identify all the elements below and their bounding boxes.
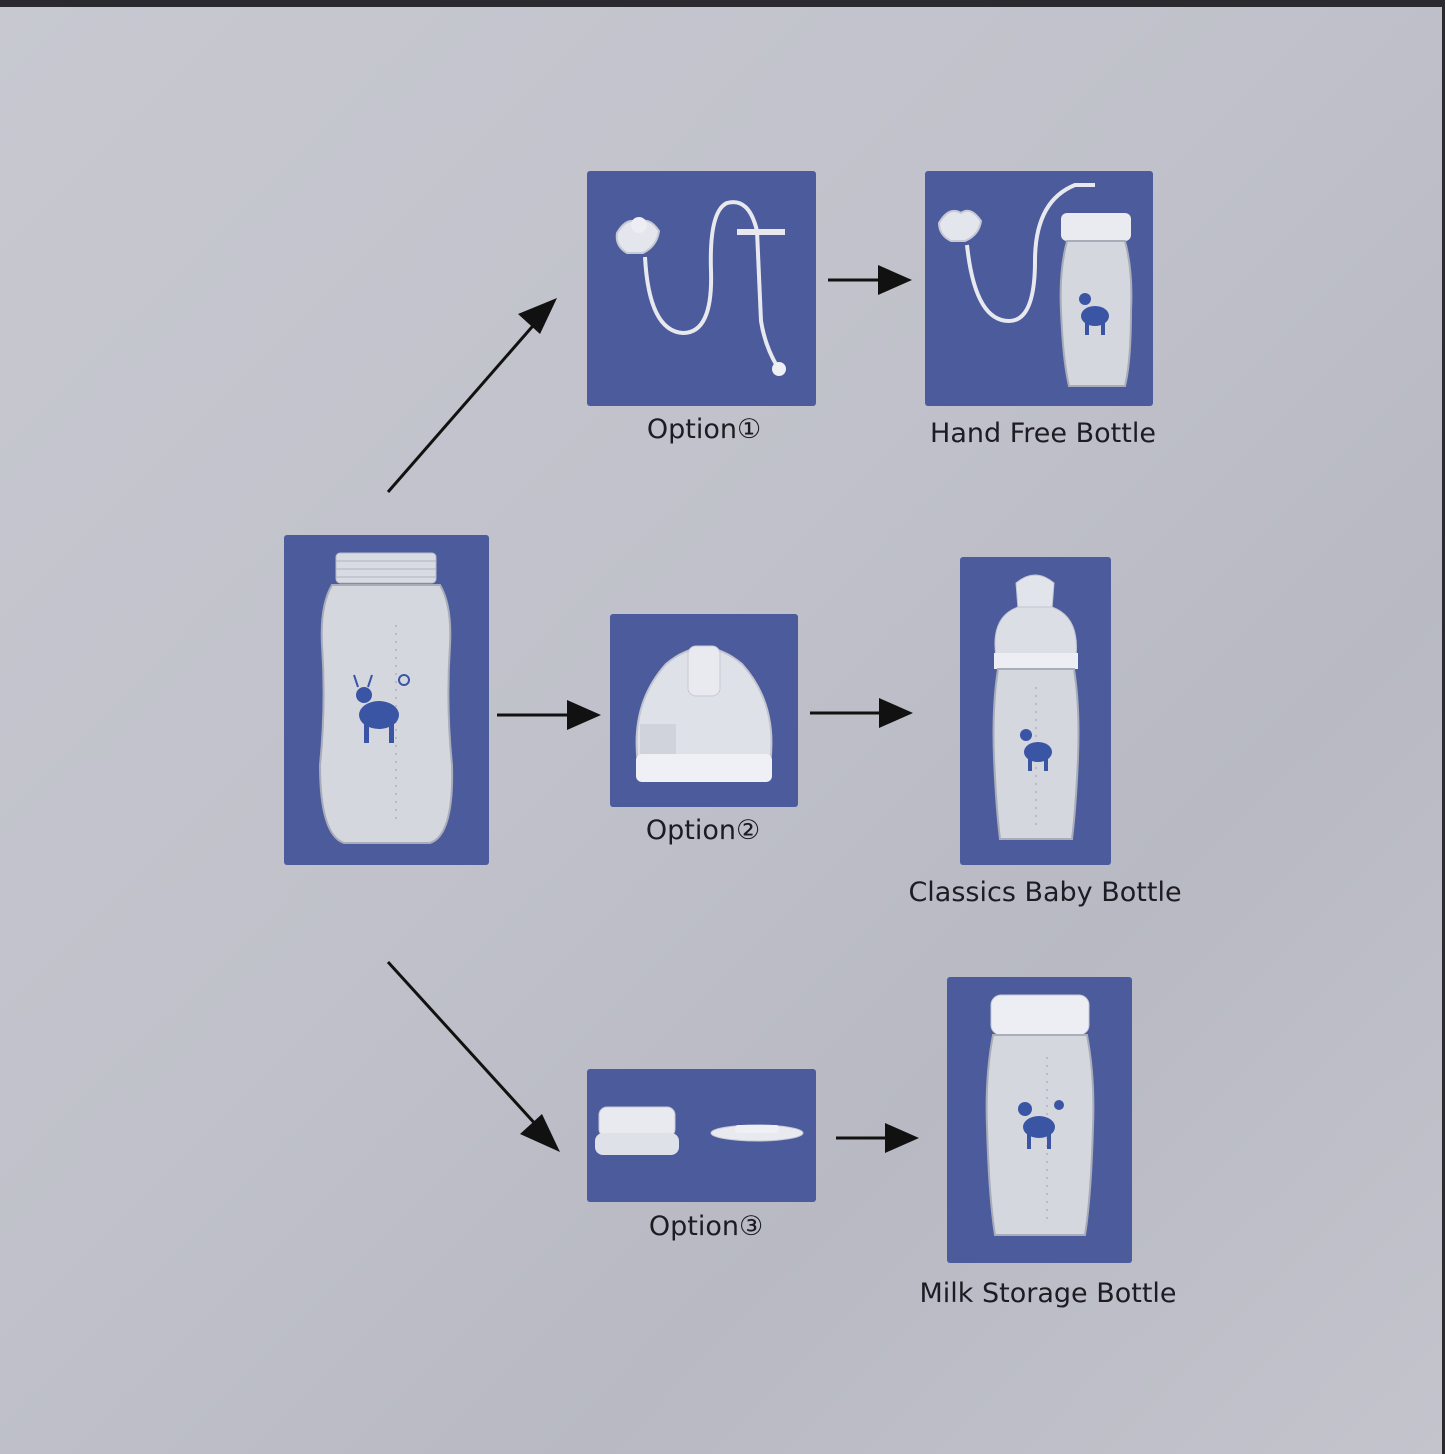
deer-icon	[353, 674, 410, 743]
arrow-option2-to-classics	[810, 698, 913, 728]
hand-free-bottle-image	[937, 183, 1133, 387]
milk-storage-bottle-panel	[947, 977, 1132, 1263]
arrow-to-option3	[386, 960, 560, 1152]
straw-pacifier-image	[615, 200, 786, 376]
option1-panel	[587, 171, 816, 406]
classics-baby-bottle-label: Classics Baby Bottle	[908, 877, 1182, 908]
deer-icon	[1020, 729, 1052, 771]
right-border	[1442, 0, 1445, 1454]
option2-panel	[610, 614, 798, 807]
base-bottle-panel	[284, 535, 489, 865]
option1-label: Option①	[646, 414, 762, 445]
hand-free-bottle-label: Hand Free Bottle	[930, 418, 1156, 449]
base-bottle-image	[318, 552, 454, 844]
classics-bottle-image	[992, 574, 1080, 840]
arrow-option3-to-milk-storage	[836, 1123, 919, 1153]
milk-storage-bottle-label: Milk Storage Bottle	[919, 1278, 1177, 1309]
nipple-cap-image	[635, 645, 773, 782]
deer-icon	[1079, 293, 1109, 335]
arrow-to-option2	[497, 700, 601, 730]
classics-bottle-panel	[960, 557, 1111, 865]
arrow-to-option1	[386, 298, 557, 493]
arrow-option1-to-hand-free	[828, 265, 912, 295]
option3-label: Option③	[648, 1211, 764, 1242]
storage-cap-image	[595, 1106, 804, 1155]
hand-free-bottle-panel	[925, 171, 1153, 406]
milk-storage-bottle-image	[985, 994, 1095, 1236]
deer-icon	[1018, 1100, 1064, 1149]
option3-panel	[587, 1069, 816, 1202]
option2-label: Option②	[645, 815, 761, 846]
top-border	[0, 0, 1445, 7]
